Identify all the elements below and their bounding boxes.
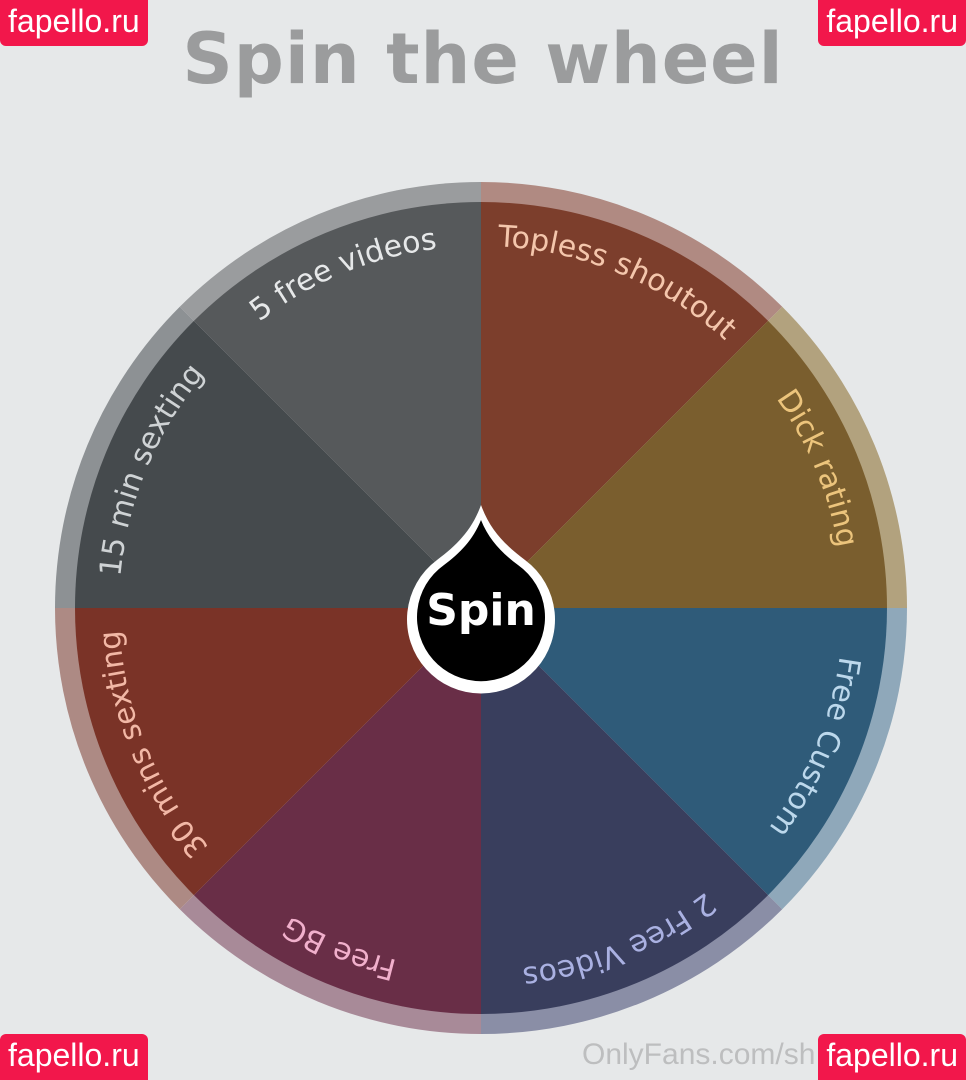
wheel-slice: Free Custom [481,608,907,910]
wheel-slice-fill [481,320,887,608]
watermark-badge: fapello.ru [818,1034,966,1080]
wheel-slice-fill [481,608,887,896]
spin-label: Spin [426,585,536,636]
wheel-slice-fill [481,202,769,608]
wheel-slice: 5 free videos [179,182,481,608]
wheel-slice: Dick rating [481,306,907,608]
wheel-slice: Free BG [179,608,481,1034]
wheel-slice: 2 Free Videos [481,608,783,1034]
footer-text: OnlyFans.com/sh [582,1038,816,1071]
wheel-slice: 15 min sexting [55,306,481,608]
wheel-slice: Topless shoutout [481,182,783,608]
spin-button[interactable]: Spin [407,505,555,694]
wheel-slice-fill [481,608,769,1014]
wheel-slice-fill [75,608,481,896]
page-title: Spin the wheel [182,18,784,100]
wheel-slice-fill [193,608,481,1014]
watermark-badge: fapello.ru [818,0,966,46]
watermark-badge: fapello.ru [0,1034,148,1080]
wheel-slice-fill [75,320,481,608]
watermark-badge: fapello.ru [0,0,148,46]
spin-pointer-fill [417,520,545,682]
wheel-slice-fill [193,202,481,608]
